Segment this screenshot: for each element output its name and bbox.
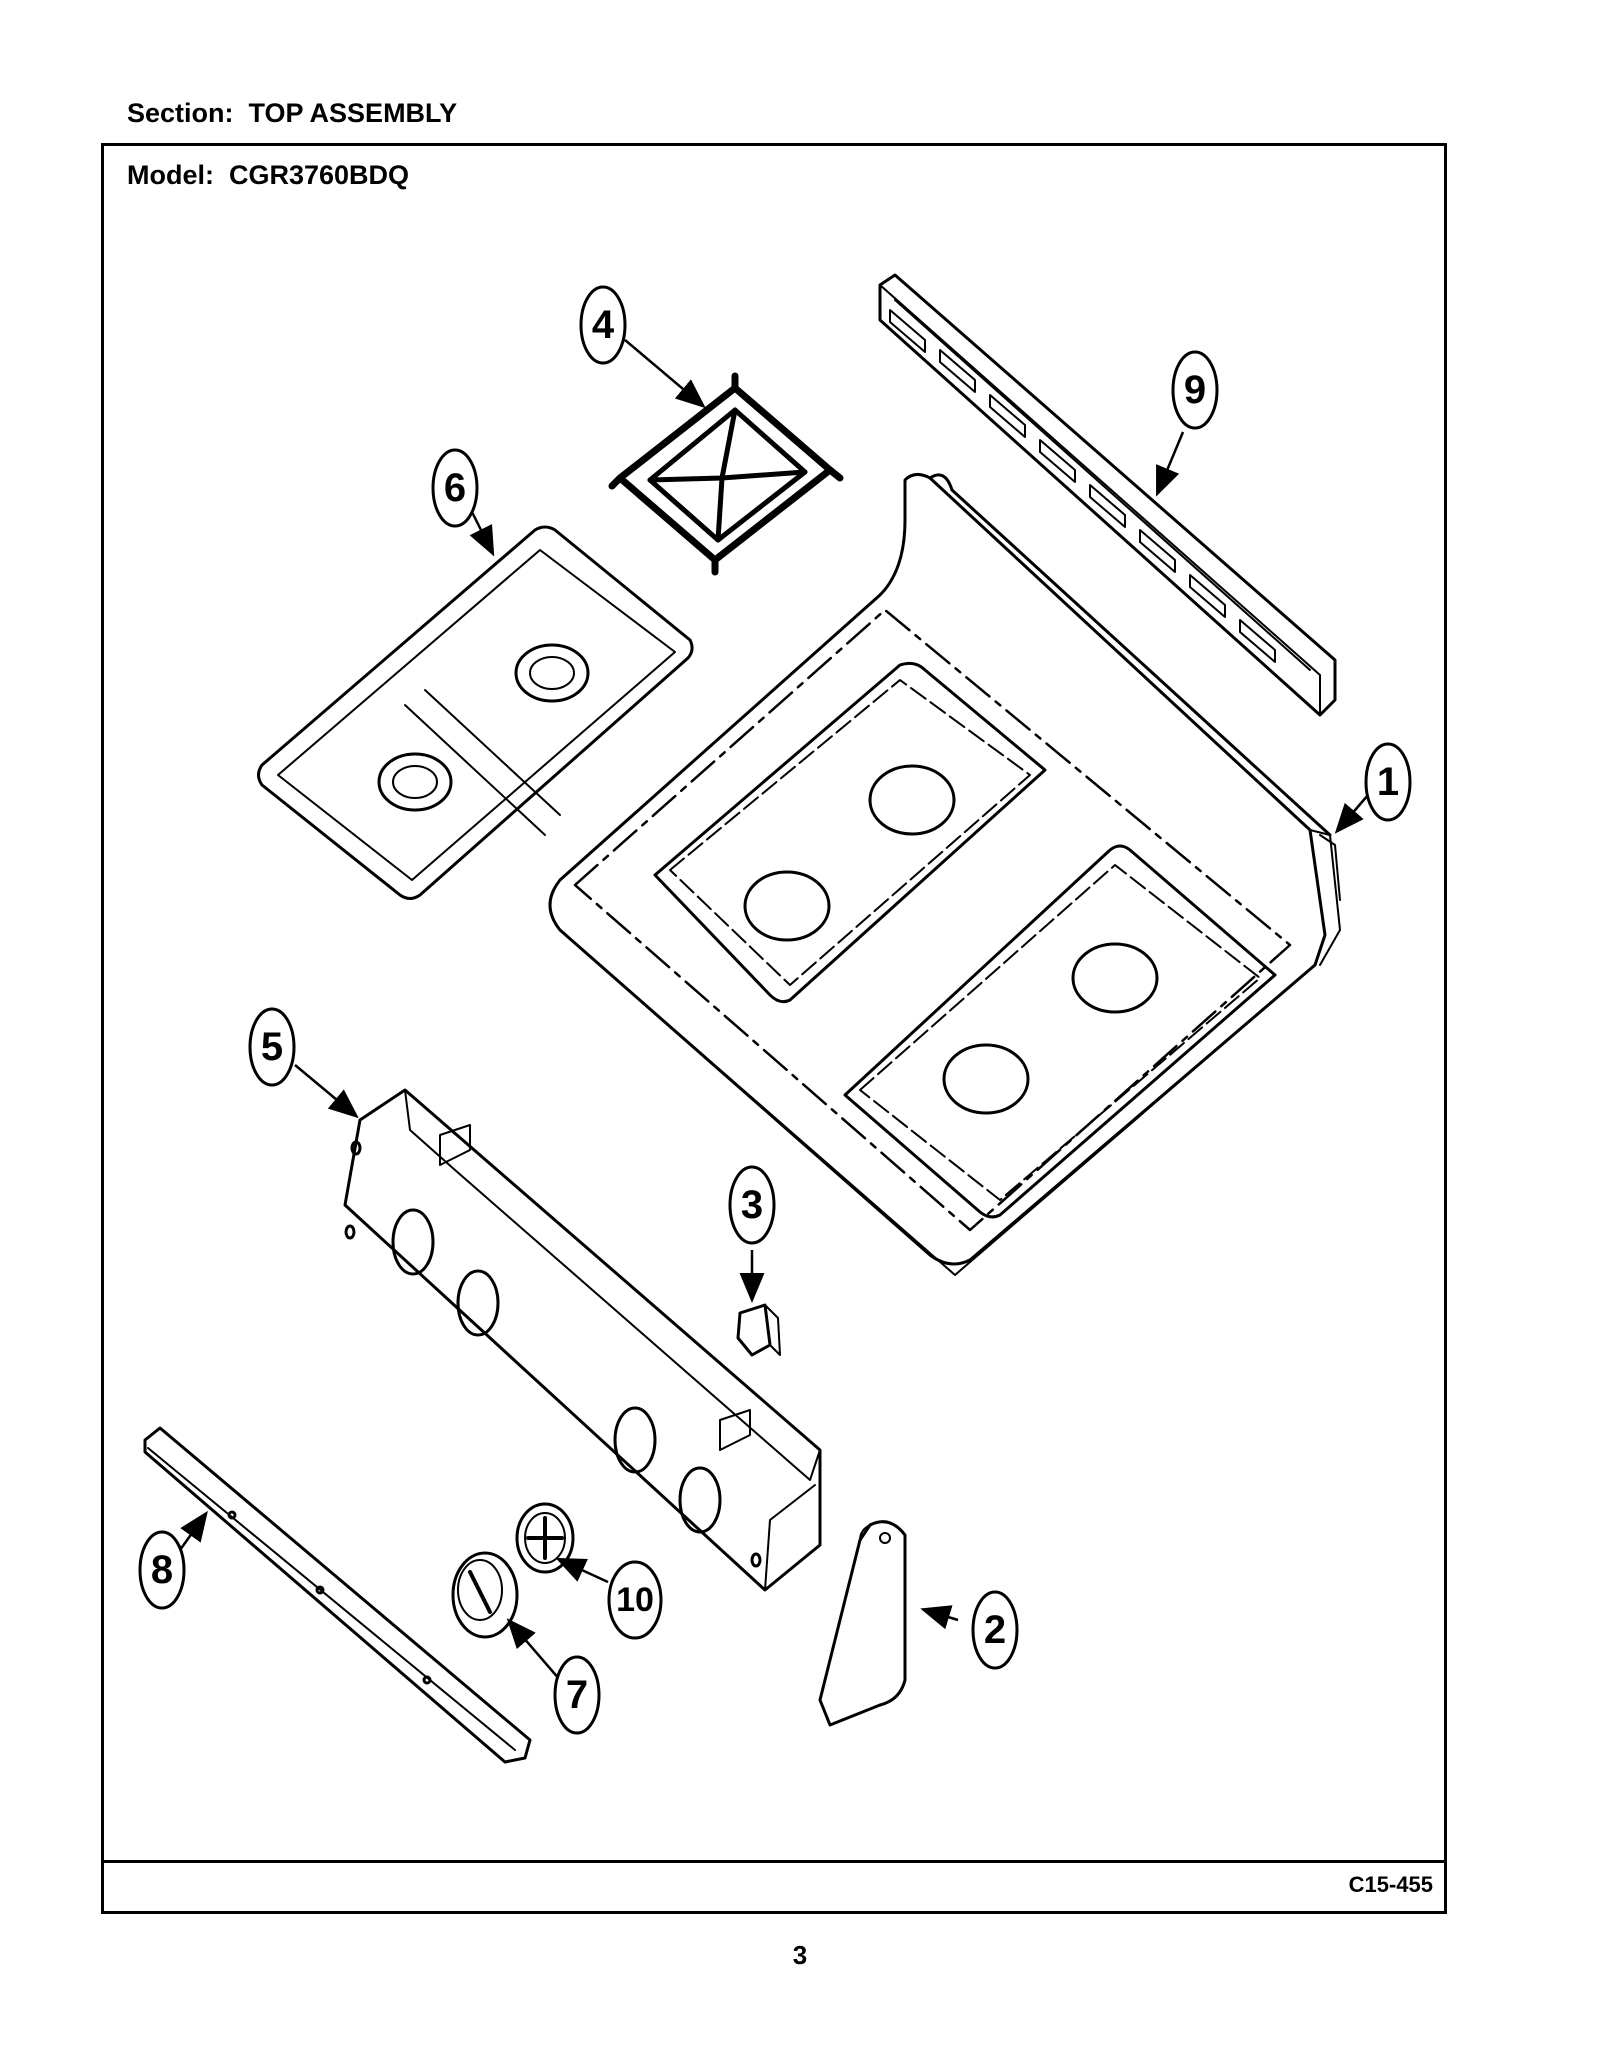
knob-bezel [515, 1502, 575, 1574]
callout-balloon-2 [971, 1590, 1019, 1670]
leader-arrow-9 [1156, 431, 1185, 497]
callout-2: 2 [984, 1608, 1006, 1652]
callout-balloon-1 [1364, 742, 1412, 822]
callout-6: 6 [444, 466, 466, 510]
callout-balloon-3 [728, 1165, 776, 1245]
callout-balloon-10 [607, 1560, 663, 1640]
callout-8: 8 [151, 1548, 173, 1592]
section-title: Section: TOP ASSEMBLY [127, 98, 458, 128]
leader-arrow-6 [469, 511, 495, 557]
leader-arrow-10 [555, 1557, 609, 1584]
control-knob [451, 1551, 519, 1639]
callout-5: 5 [261, 1025, 283, 1069]
end-cap [818, 1520, 907, 1727]
backguard-trim [878, 273, 1337, 717]
leader-arrow-7 [506, 1618, 561, 1681]
switch-clip [736, 1303, 781, 1357]
callout-3: 3 [741, 1183, 763, 1227]
callout-4: 4 [592, 303, 615, 347]
callout-balloon-5 [248, 1007, 296, 1087]
callout-7: 7 [566, 1673, 588, 1717]
leader-arrow-2 [920, 1605, 959, 1630]
footer-divider [101, 1860, 1447, 1863]
callout-balloon-7 [553, 1655, 601, 1735]
page-number: 3 [792, 1940, 808, 1970]
callout-9: 9 [1184, 368, 1206, 412]
leader-arrow-5 [294, 1064, 359, 1119]
trim-strip [143, 1426, 532, 1764]
model-title: Model: CGR3760BDQ [127, 160, 410, 190]
drawing-code: C15-455 [1348, 1872, 1433, 1897]
callout-balloon-8 [138, 1530, 186, 1610]
left-burner-tray [257, 525, 694, 900]
leader-arrow-4 [624, 339, 706, 409]
cooktop-main-top [548, 473, 1341, 1276]
control-panel [343, 1088, 822, 1592]
callout-1: 1 [1377, 760, 1399, 804]
burner-grate [608, 372, 844, 576]
callout-balloon-6 [431, 448, 479, 528]
callout-10: 10 [616, 1581, 654, 1619]
leader-arrow-1 [1334, 794, 1369, 834]
leader-arrow-8 [178, 1510, 208, 1551]
callout-balloon-9 [1171, 350, 1219, 430]
diagram-frame [101, 143, 1447, 1914]
callout-balloon-4 [579, 285, 627, 365]
